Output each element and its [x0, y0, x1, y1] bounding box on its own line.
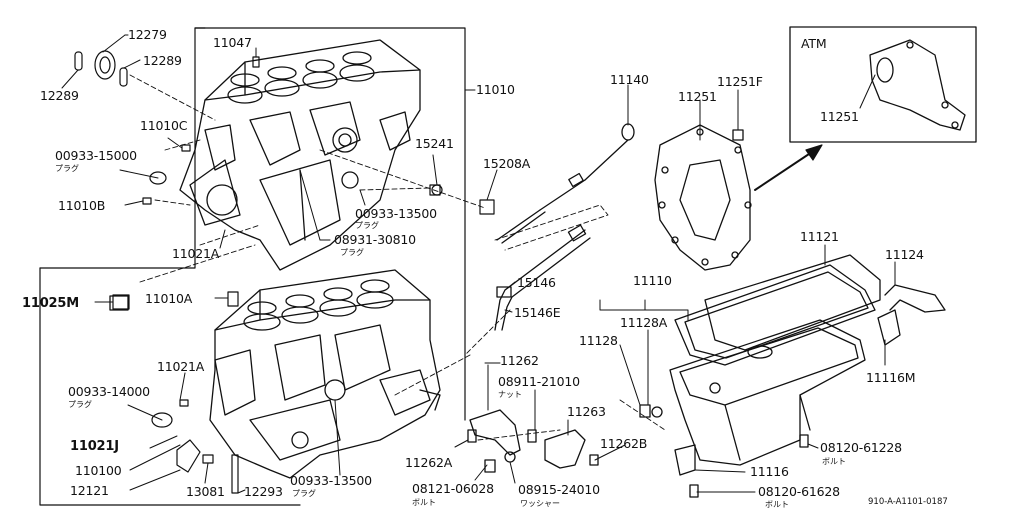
diagram-reference-code: 910-A-A1101-0187	[868, 497, 948, 507]
sublabel-bolt-1: ボルト	[822, 457, 846, 466]
sublabel-plug-1: プラグ	[55, 164, 79, 173]
part-label-00933-14000: 00933-14000	[68, 384, 150, 399]
part-label-11251-atm: 11251	[820, 109, 859, 124]
lower-cylinder-block	[209, 269, 441, 479]
oil-pan-gasket	[674, 264, 876, 366]
atm-arrow	[754, 149, 816, 191]
part-label-15146E: 15146E	[514, 305, 561, 320]
sublabel-plug-2: プラグ	[355, 221, 379, 230]
part-label-11128: 11128	[579, 333, 618, 348]
part-label-08915-24010: 08915-24010	[518, 482, 600, 497]
part-label-11121: 11121	[800, 229, 839, 244]
part-label-12289-left: 12289	[40, 88, 79, 103]
part-label-00933-13500-upper: 00933-13500	[355, 206, 437, 221]
part-label-11047: 11047	[213, 35, 252, 50]
part-label-110100: 110100	[75, 463, 122, 478]
part-label-11021A-upper: 11021A	[172, 246, 220, 261]
part-label-11010: 11010	[476, 82, 515, 97]
part-label-11010A: 11010A	[145, 291, 193, 306]
part-label-00933-15000: 00933-15000	[55, 148, 137, 163]
part-label-08121-06028: 08121-06028	[412, 481, 494, 496]
exploded-dashed-lines	[129, 74, 666, 441]
part-label-11262B: 11262B	[600, 436, 648, 451]
part-label-11110: 11110	[633, 273, 672, 288]
part-label-11140: 11140	[610, 72, 649, 87]
sublabel-plug-4: プラグ	[68, 400, 92, 409]
part-label-13081: 13081	[186, 484, 225, 499]
oil-pan	[669, 254, 881, 466]
part-label-11124: 11124	[885, 247, 924, 262]
atm-box-title: ATM	[801, 36, 827, 51]
small-parts	[74, 50, 495, 494]
part-label-11251F: 11251F	[717, 74, 763, 89]
part-label-11021J: 11021J	[70, 439, 119, 454]
part-label-11116M: 11116M	[866, 370, 916, 385]
sublabel-nut: ナット	[498, 390, 522, 399]
sublabel-plug-3: プラグ	[340, 248, 364, 257]
part-label-12279: 12279	[128, 27, 167, 42]
part-label-00933-13500-lower: 00933-13500	[290, 473, 372, 488]
upper-cylinder-block	[179, 39, 421, 271]
rear-end-plate	[654, 124, 752, 271]
sublabel-bolt-3: ボルト	[765, 500, 789, 509]
atm-plate	[869, 39, 966, 131]
part-label-12121: 12121	[70, 483, 109, 498]
part-label-11251: 11251	[678, 89, 717, 104]
sublabel-plug-5: プラグ	[292, 489, 316, 498]
sublabel-bolt-2: ボルト	[412, 498, 436, 507]
part-label-15208A: 15208A	[483, 156, 531, 171]
part-label-12293: 12293	[244, 484, 283, 499]
part-label-11262A: 11262A	[405, 455, 453, 470]
part-label-08931-30810: 08931-30810	[334, 232, 416, 247]
part-label-08120-61228: 08120-61228	[820, 440, 902, 455]
part-label-08120-61628: 08120-61628	[758, 484, 840, 499]
part-label-15241: 15241	[415, 136, 454, 151]
part-label-11128A: 11128A	[620, 315, 668, 330]
part-label-11010B: 11010B	[58, 198, 106, 213]
part-label-11263: 11263	[567, 404, 606, 419]
atm-box	[789, 26, 977, 143]
part-label-12289-right: 12289	[143, 53, 182, 68]
assembly-frame-lower	[39, 267, 301, 506]
part-label-15146: 15146	[517, 275, 556, 290]
part-label-11010C: 11010C	[140, 118, 188, 133]
part-label-11021A-lower: 11021A	[157, 359, 205, 374]
assembly-frame	[39, 27, 466, 421]
part-label-11262: 11262	[500, 353, 539, 368]
part-label-11116: 11116	[750, 464, 789, 479]
dipstick	[494, 123, 635, 331]
stiffener-brackets	[109, 295, 809, 498]
part-label-11025M: 11025M	[22, 296, 79, 311]
leader-lines	[61, 34, 896, 494]
part-label-08911-21010: 08911-21010	[498, 374, 580, 389]
sublabel-washer: ワッシャー	[520, 499, 560, 508]
oil-strainer	[877, 284, 946, 346]
